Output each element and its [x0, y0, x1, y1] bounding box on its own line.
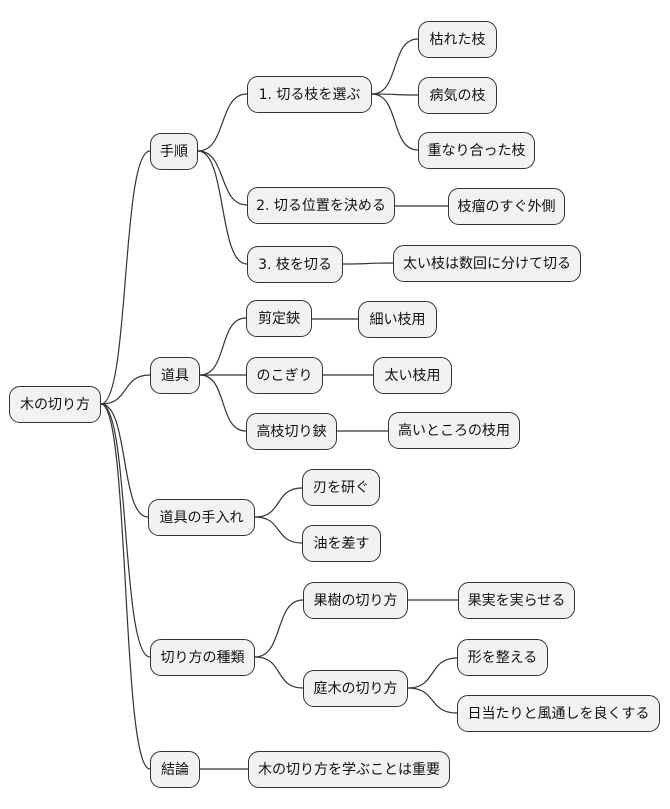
- edge-root-cutting-types: [100, 403, 151, 658]
- node-apply-oil[interactable]: 油を差す: [302, 525, 381, 562]
- node-conclusion[interactable]: 結論: [150, 751, 200, 788]
- node-bear-fruit[interactable]: 果実を実らせる: [458, 582, 575, 619]
- node-dead-branch[interactable]: 枯れた枝: [418, 21, 497, 58]
- node-cutting-types[interactable]: 切り方の種類: [150, 639, 255, 676]
- node-choose-branch[interactable]: 1. 切る枝を選ぶ: [247, 76, 372, 113]
- edge-cut-thick: [342, 262, 394, 265]
- node-for-thick-branches[interactable]: 太い枝用: [373, 357, 452, 394]
- node-tool-maintenance[interactable]: 道具の手入れ: [148, 499, 255, 536]
- node-sharpen-blade[interactable]: 刃を研ぐ: [302, 469, 380, 506]
- edge-types-fruit: [254, 599, 304, 658]
- node-conclusion-statement[interactable]: 木の切り方を学ぶことは重要: [248, 751, 450, 788]
- node-saw[interactable]: のこぎり: [246, 357, 323, 394]
- node-root[interactable]: 木の切り方: [9, 386, 101, 423]
- node-for-thin-branches[interactable]: 細い枝用: [358, 301, 437, 338]
- node-thick-branch-tip[interactable]: 太い枝は数回に分けて切る: [393, 245, 581, 282]
- edge-tools-longreach: [199, 374, 247, 432]
- edge-root-conclusion: [100, 403, 151, 770]
- edge-root-tools: [100, 374, 151, 405]
- edge-maintenance-oil: [254, 516, 303, 544]
- edge-procedure-choose: [197, 93, 248, 152]
- edge-procedure-cut: [197, 150, 248, 265]
- node-cut-branch[interactable]: 3. 枝を切る: [247, 246, 343, 283]
- node-diseased-branch[interactable]: 病気の枝: [418, 77, 497, 114]
- edge-garden-shape: [407, 657, 458, 689]
- edge-types-garden: [254, 656, 304, 689]
- node-shape-tree[interactable]: 形を整える: [457, 639, 548, 676]
- node-pruning-shears[interactable]: 剪定鋏: [246, 300, 312, 337]
- node-for-high-branches[interactable]: 高いところの枝用: [388, 412, 520, 449]
- edge-root-procedure: [100, 150, 151, 405]
- node-fruit-tree-cutting[interactable]: 果樹の切り方: [303, 582, 408, 619]
- node-procedure[interactable]: 手順: [150, 133, 198, 170]
- edge-root-maintenance: [100, 403, 149, 518]
- edge-tools-shears: [199, 317, 247, 376]
- node-sunlight-airflow[interactable]: 日当たりと風通しを良くする: [457, 695, 660, 732]
- edge-choose-overlapping: [371, 93, 419, 151]
- edge-procedure-position: [197, 150, 248, 206]
- node-long-reach-pruner[interactable]: 高枝切り鋏: [246, 413, 337, 450]
- node-overlapping-branch[interactable]: 重なり合った枝: [418, 132, 535, 169]
- edge-maintenance-sharpen: [254, 487, 303, 518]
- edge-garden-sunlight: [407, 687, 458, 714]
- node-tools[interactable]: 道具: [150, 357, 200, 394]
- node-garden-tree-cutting[interactable]: 庭木の切り方: [303, 670, 408, 707]
- node-decide-position[interactable]: 2. 切る位置を決める: [247, 187, 395, 224]
- node-outside-branch-collar[interactable]: 枝瘤のすぐ外側: [448, 188, 565, 225]
- edge-choose-dead: [371, 38, 419, 95]
- edge-choose-diseased: [371, 93, 419, 96]
